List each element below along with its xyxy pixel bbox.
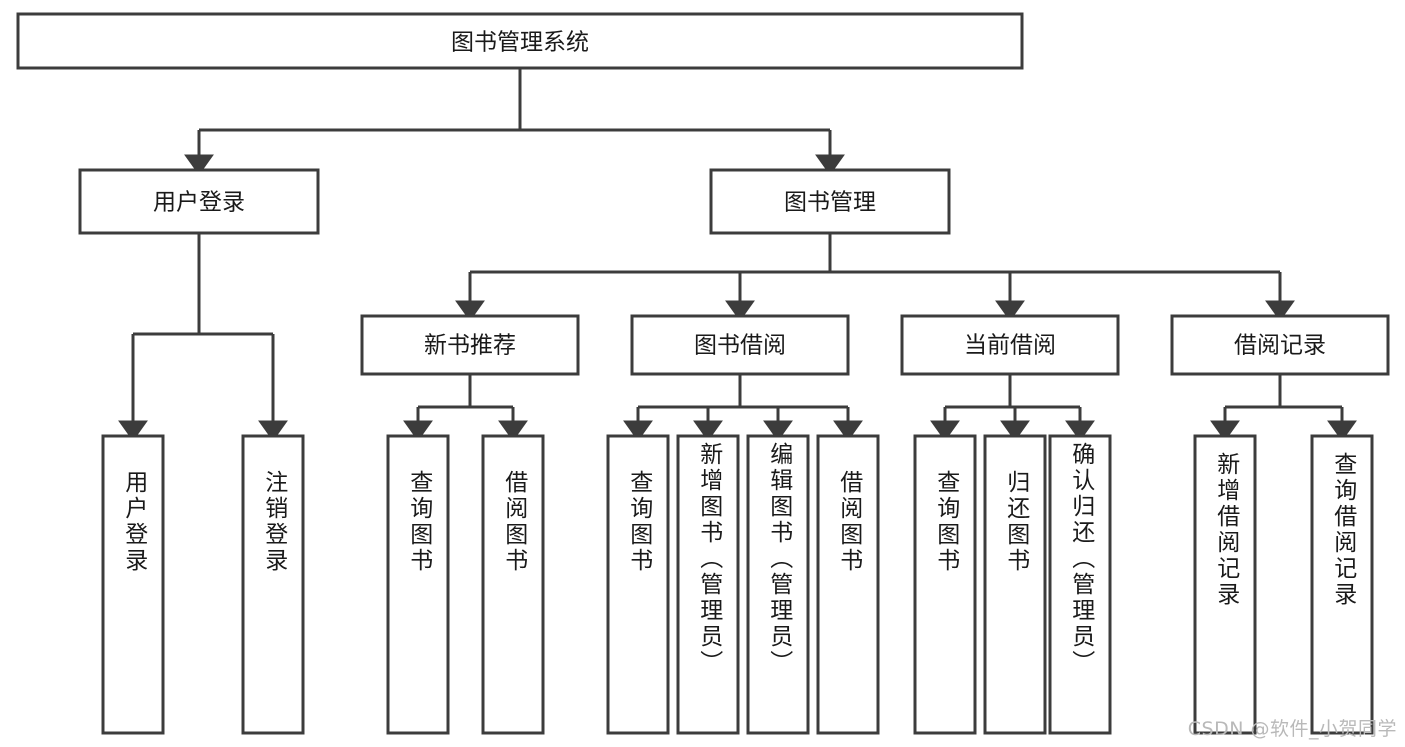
leaf-rect-group — [101, 434, 1374, 735]
node-borrow-record[interactable]: 借阅记录 — [1170, 314, 1390, 376]
edge-group-borrow-record — [1210, 374, 1357, 442]
edge-group-current-borrow — [930, 374, 1095, 442]
node-book-management-label: 图书管理 — [784, 190, 876, 216]
edge-group-book-mgmt — [455, 233, 1295, 322]
leaf-box-query-book-3[interactable] — [913, 434, 977, 735]
node-new-book-recommend-label: 新书推荐 — [424, 333, 516, 359]
leaf-box-edit-book[interactable] — [746, 434, 810, 735]
leaf-box-logout[interactable] — [241, 434, 305, 735]
leaf-box-query-record[interactable] — [1310, 434, 1374, 735]
leaf-box-query-book-2[interactable] — [606, 434, 670, 735]
watermark: CSDN @软件_小贺同学 — [1187, 718, 1397, 740]
leaf-box-query-book-1[interactable] — [386, 434, 450, 735]
node-user-login-label: 用户登录 — [153, 190, 245, 216]
leaf-box-user-login[interactable] — [101, 434, 165, 735]
node-borrow-record-label: 借阅记录 — [1234, 333, 1326, 359]
node-book-borrow-label: 图书借阅 — [694, 333, 786, 359]
node-book-borrow[interactable]: 图书借阅 — [630, 314, 850, 376]
leaf-box-add-book[interactable] — [676, 434, 740, 735]
node-current-borrow-label: 当前借阅 — [964, 333, 1056, 359]
leaf-box-borrow-book-1[interactable] — [481, 434, 545, 735]
edge-group-new-book-rec — [403, 374, 528, 442]
node-user-login[interactable]: 用户登录 — [78, 168, 320, 235]
edge-group-book-borrow — [623, 374, 863, 442]
node-book-management[interactable]: 图书管理 — [709, 168, 951, 235]
node-new-book-recommend[interactable]: 新书推荐 — [360, 314, 580, 376]
node-root[interactable]: 图书管理系统 — [16, 12, 1024, 70]
leaf-box-borrow-book-2[interactable] — [816, 434, 880, 735]
edge-group-root — [184, 68, 845, 176]
node-current-borrow[interactable]: 当前借阅 — [900, 314, 1120, 376]
node-root-label: 图书管理系统 — [451, 30, 589, 56]
edge-group-user-login — [118, 233, 288, 442]
leaf-box-confirm-return[interactable] — [1048, 434, 1112, 735]
leaf-box-return-book[interactable] — [983, 434, 1047, 735]
leaf-box-add-record[interactable] — [1193, 434, 1257, 735]
